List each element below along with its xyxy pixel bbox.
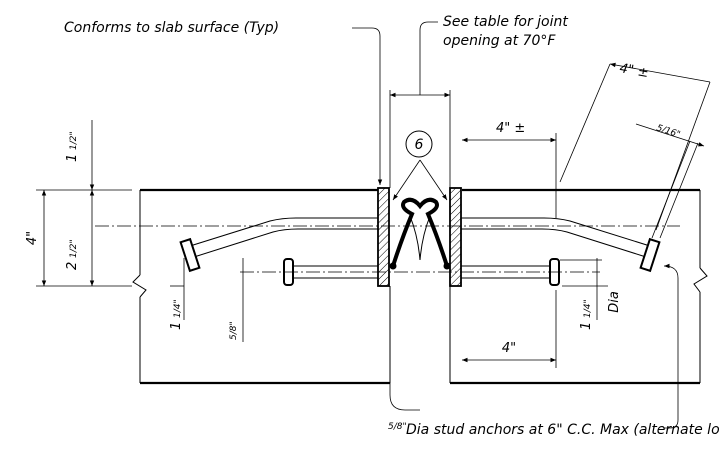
top-dimensions (389, 62, 711, 239)
dim-top-left-frac: 1/2" (69, 131, 79, 150)
right-slab (449, 188, 708, 385)
note-stud-anchors-fraction: 5/8" (388, 422, 407, 432)
left-steel-rail (377, 187, 390, 287)
dim-right-dia: Dia (607, 291, 622, 313)
dim-low-right-whole: 1 (579, 322, 594, 330)
dim-mid-left-whole: 2 (65, 262, 80, 270)
note-see-table-line1: See table for joint (443, 14, 568, 30)
dim-slab-depth: 4" (25, 231, 40, 245)
dim-mid-left-frac: 1/2" (69, 239, 79, 258)
callout-circle (405, 130, 433, 158)
right-dimensions (462, 258, 608, 368)
note-see-table-line2: opening at 70°F (443, 33, 556, 49)
right-stud-anchor (461, 258, 560, 286)
strip-seal-gland (389, 197, 451, 270)
callout-number: 6 (415, 137, 424, 153)
note-conforms-to-slab: Conforms to slab surface (Typ) (64, 20, 279, 36)
dim-low-left-frac: 1/4" (173, 299, 183, 318)
dim-right-frac: 5/16" (655, 123, 681, 140)
left-dimensions (36, 120, 244, 342)
left-bent-anchor (179, 217, 378, 273)
dim-bottom: 4" (502, 341, 516, 356)
dim-low-right-frac: 1/4" (583, 299, 593, 318)
dim-top-mid: 4" ± (496, 121, 525, 136)
left-slab (132, 188, 391, 385)
dim-top-left-whole: 1 (65, 154, 80, 162)
right-bent-anchor (461, 217, 661, 273)
right-steel-rail (449, 187, 462, 287)
dim-stud-dia-left: 5/8" (229, 321, 239, 340)
leaders (352, 21, 679, 429)
dim-top-right: 4" ± (618, 61, 649, 81)
dim-low-left-whole: 1 (169, 322, 184, 330)
note-stud-anchors: Dia stud anchors at 6" C.C. Max (alterna… (406, 422, 719, 438)
